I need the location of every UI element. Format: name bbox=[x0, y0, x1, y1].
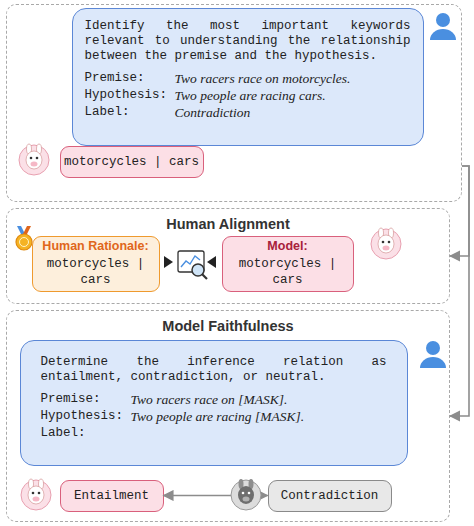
group-title: Model Faithfulness bbox=[7, 318, 449, 334]
llama-avatar bbox=[21, 479, 51, 510]
instruction-text: Identify the most important keywords rel… bbox=[85, 19, 411, 64]
llama-avatar-gray bbox=[231, 479, 261, 510]
llama-avatar bbox=[371, 228, 401, 259]
field-label: Premise: bbox=[41, 392, 131, 407]
connector-arrow bbox=[450, 166, 469, 416]
field-label: Hypothesis: bbox=[85, 88, 175, 103]
keyword-text: motorcycles | cars bbox=[223, 256, 353, 288]
field-label: Label: bbox=[85, 105, 175, 120]
field-label: Label: bbox=[41, 426, 131, 441]
compare-icon bbox=[164, 251, 216, 279]
field-label: Hypothesis: bbox=[41, 409, 131, 424]
answer-bubble: Entailment bbox=[60, 480, 164, 512]
text-wrap: motorcycles | cars bbox=[64, 154, 199, 170]
field-value: Two people are racing cars. bbox=[175, 88, 411, 103]
field-grid: Premise:Two racers race on [MASK].Hypoth… bbox=[41, 392, 387, 441]
answer-bubble: Contradiction bbox=[268, 480, 392, 512]
field-value: Two racers race on motorcycles. bbox=[175, 71, 411, 86]
prompt-bubble: Identify the most important keywords rel… bbox=[72, 8, 424, 146]
answer-text: motorcycles | cars bbox=[64, 154, 199, 170]
keyword-text: motorcycles | cars bbox=[33, 256, 159, 288]
answer-text: Entailment bbox=[74, 488, 149, 504]
field-label: Premise: bbox=[85, 71, 175, 86]
instruction-text: Determine the inference relation as enta… bbox=[41, 355, 387, 385]
connector-arrow bbox=[450, 166, 469, 256]
text-wrap: Contradiction bbox=[281, 488, 379, 504]
medal-icon bbox=[16, 226, 32, 250]
text-wrap: Model Faithfulness bbox=[7, 318, 449, 334]
model-box: Model: motorcycles | cars bbox=[222, 236, 354, 292]
rationale-box: Human Rationale: motorcycles | cars bbox=[32, 236, 160, 292]
user-avatar bbox=[420, 341, 446, 368]
field-value: Two people are racing [MASK]. bbox=[131, 409, 387, 424]
group-box: Model FaithfulnessDetermine the inferenc… bbox=[6, 310, 450, 522]
box-heading: Human Rationale: bbox=[42, 239, 148, 253]
text-wrap: Model: motorcycles | cars bbox=[223, 239, 353, 288]
group-title: Human Alignment bbox=[7, 216, 449, 232]
box-heading: Model: bbox=[267, 239, 307, 253]
field-value: Contradiction bbox=[175, 105, 411, 120]
field-value: Two racers race on [MASK]. bbox=[131, 392, 387, 407]
text-wrap: Entailment bbox=[74, 488, 149, 504]
user-avatar bbox=[430, 13, 456, 40]
connector-arrow bbox=[164, 495, 268, 497]
llama-avatar bbox=[19, 144, 49, 175]
group-box: Identify the most important keywords rel… bbox=[6, 4, 462, 202]
text-wrap: Human Rationale: motorcycles | cars bbox=[33, 239, 159, 288]
answer-text: Contradiction bbox=[281, 488, 379, 504]
answer-bubble: motorcycles | cars bbox=[60, 146, 204, 178]
prompt-bubble: Determine the inference relation as enta… bbox=[20, 340, 408, 466]
field-grid: Premise:Two racers race on motorcycles.H… bbox=[85, 71, 411, 120]
text-wrap: Human Alignment bbox=[7, 216, 449, 232]
group-box: Human AlignmentHuman Rationale: motorcycl… bbox=[6, 208, 450, 304]
